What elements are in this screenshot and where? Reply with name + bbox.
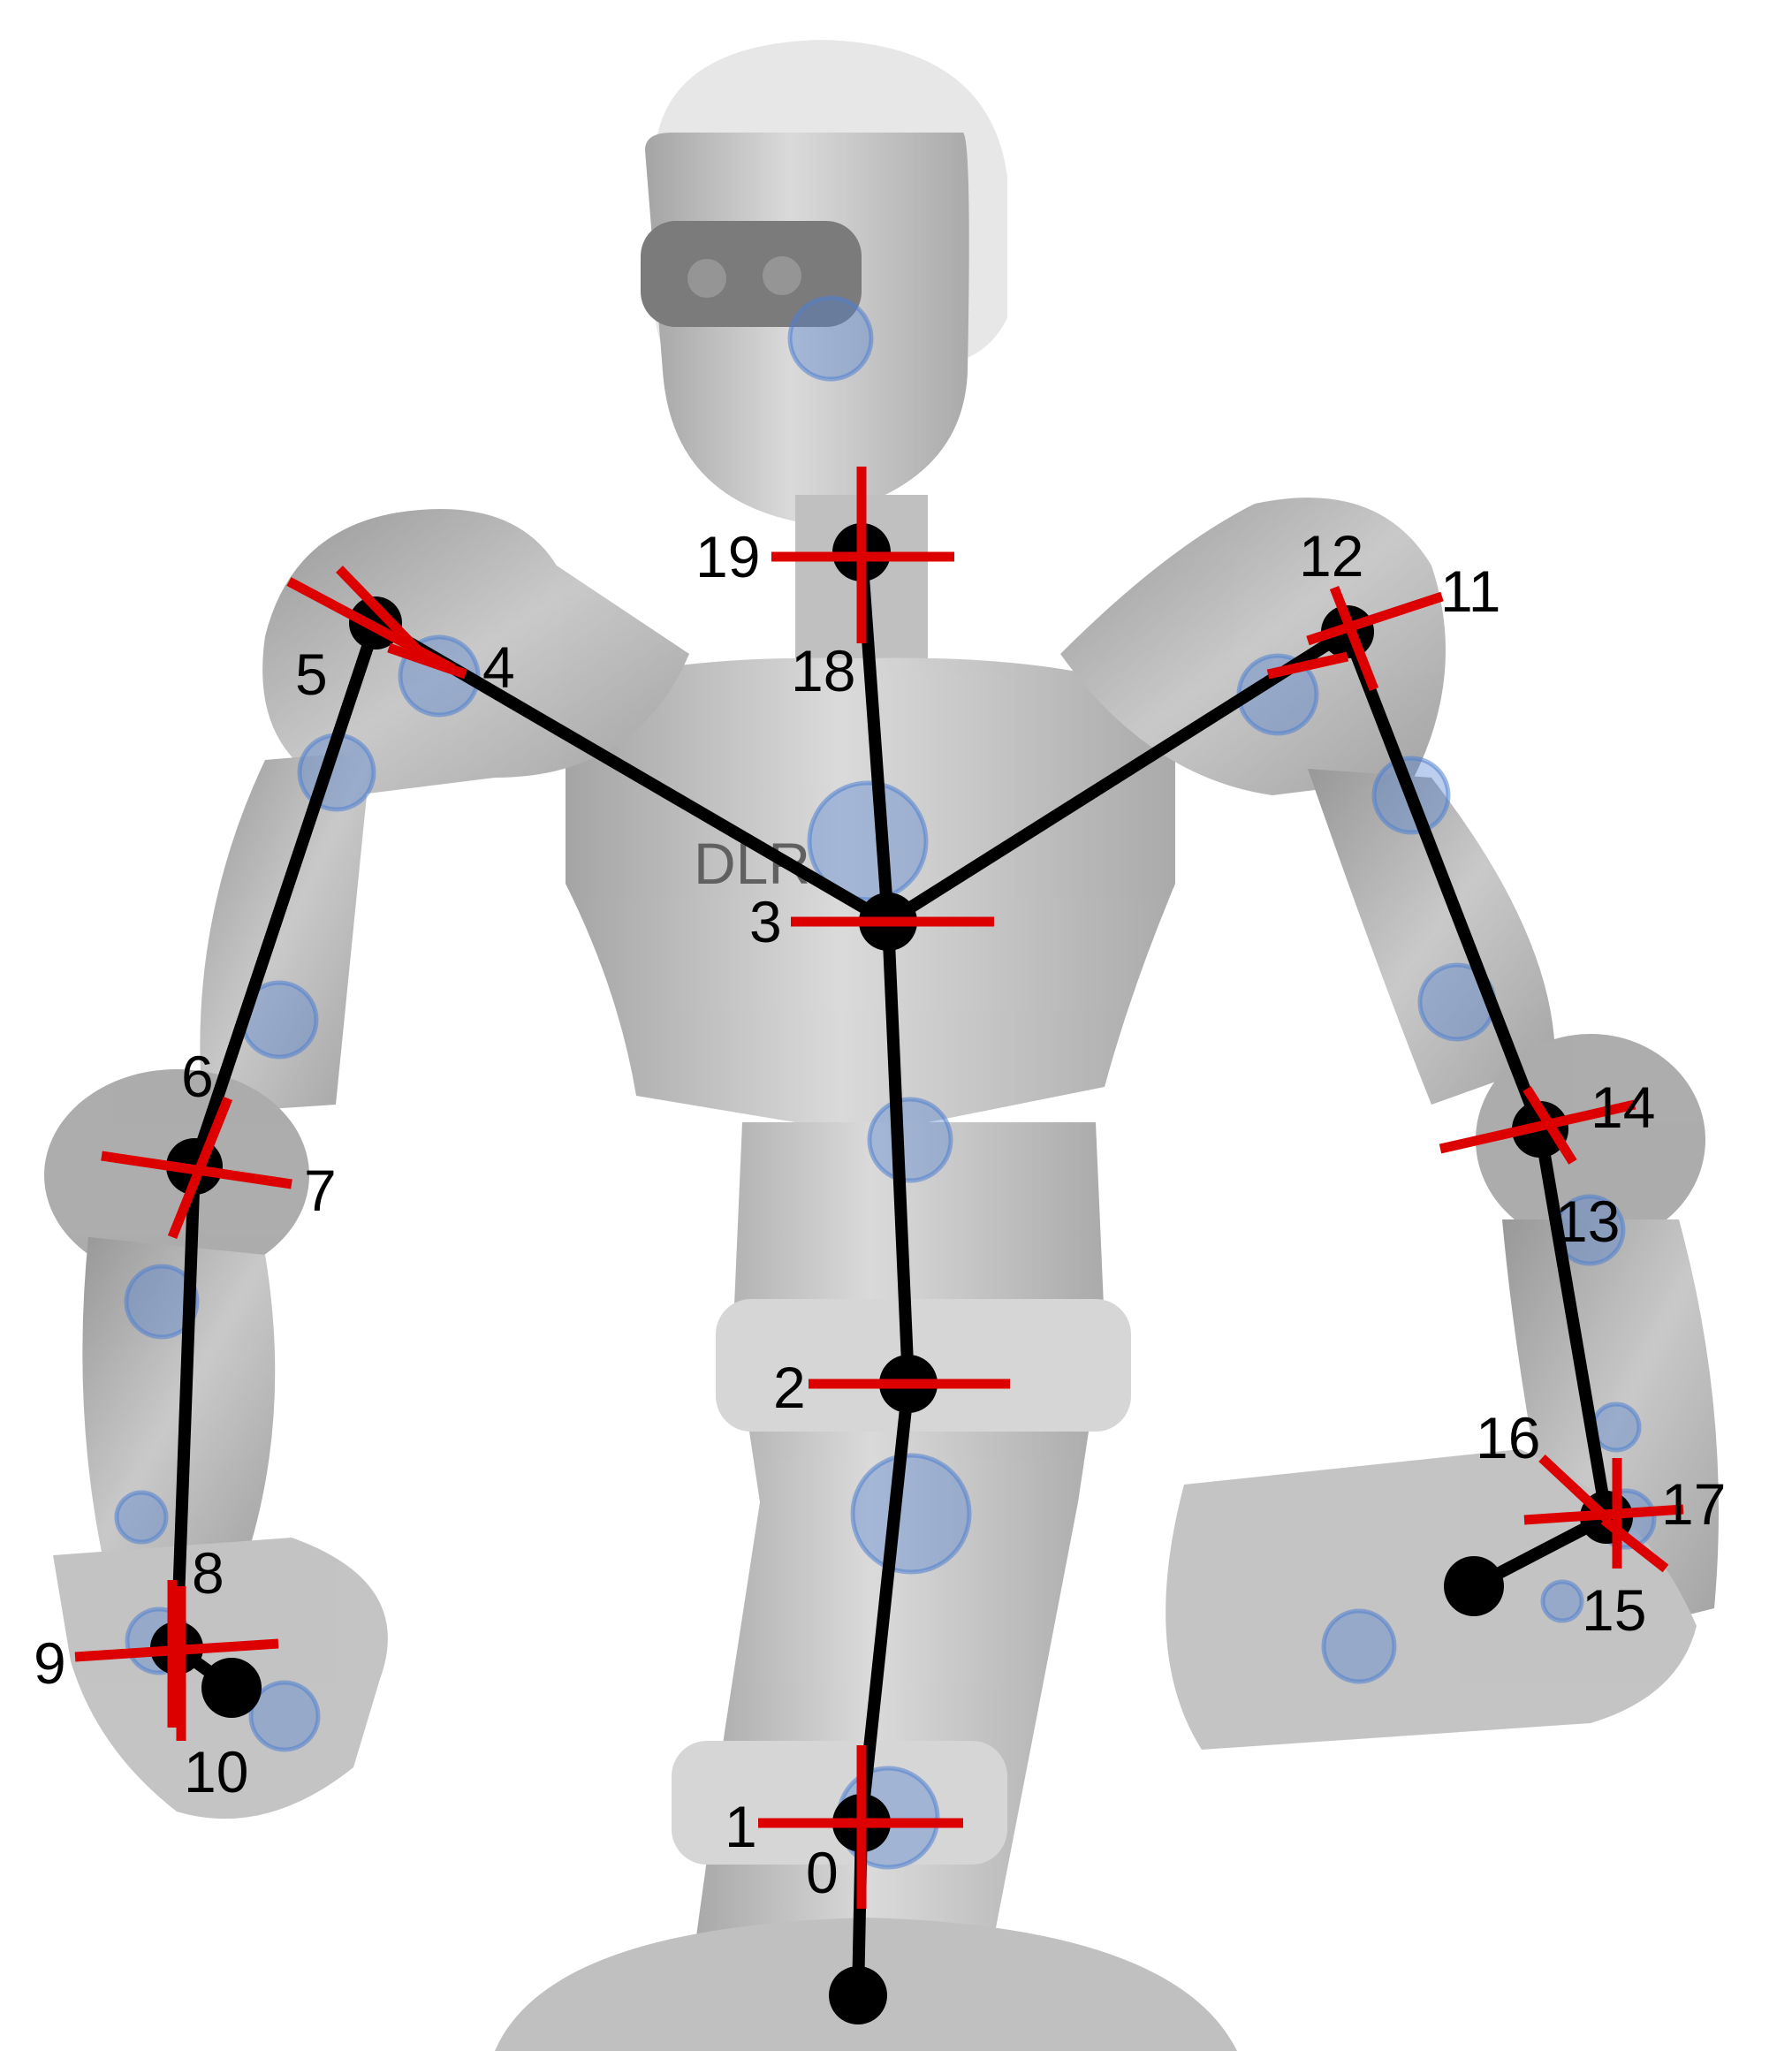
rotation-axis bbox=[1266, 651, 1349, 680]
robot-visor bbox=[641, 221, 862, 327]
rotation-axis bbox=[1329, 585, 1379, 692]
mass-sphere bbox=[1591, 1402, 1642, 1453]
robot-right-hand bbox=[1166, 1449, 1697, 1750]
mass-sphere bbox=[124, 1264, 200, 1340]
joint-label-2: 2 bbox=[773, 1355, 806, 1420]
joint-label-4: 4 bbox=[482, 634, 515, 700]
joint-label-19: 19 bbox=[695, 524, 760, 589]
joint-label-17: 17 bbox=[1661, 1471, 1726, 1537]
skeleton-link bbox=[171, 1160, 201, 1654]
robot-eye-right bbox=[763, 256, 801, 295]
joint-dot bbox=[829, 1966, 887, 2024]
joint-label-12: 12 bbox=[1299, 523, 1363, 589]
rotation-axis bbox=[167, 1096, 233, 1240]
mass-sphere bbox=[850, 1453, 972, 1575]
robot-right-shoulder bbox=[1060, 498, 1446, 795]
skeleton-link bbox=[882, 915, 915, 1390]
rotation-axis bbox=[1538, 1454, 1612, 1524]
joint-label-5: 5 bbox=[295, 642, 328, 707]
mass-sphere bbox=[787, 295, 874, 382]
mass-sphere bbox=[867, 1097, 953, 1183]
mass-sphere bbox=[1321, 1608, 1397, 1684]
joint-label-8: 8 bbox=[192, 1540, 224, 1606]
joint-dot bbox=[1444, 1556, 1504, 1616]
joint-label-1: 1 bbox=[725, 1794, 757, 1859]
rotation-axis bbox=[286, 577, 456, 673]
robot-torso bbox=[566, 657, 1175, 1122]
rotation-axis bbox=[336, 566, 421, 654]
mass-sphere bbox=[1540, 1579, 1584, 1623]
skeleton-link bbox=[882, 626, 1354, 928]
mass-sphere bbox=[114, 1490, 169, 1545]
joint-label-15: 15 bbox=[1582, 1577, 1646, 1643]
rotation-axis bbox=[1522, 1086, 1577, 1165]
joint-label-10: 10 bbox=[184, 1739, 248, 1804]
joint-label-7: 7 bbox=[304, 1158, 337, 1223]
axis-markers bbox=[74, 467, 1684, 1909]
robot-left-shoulder bbox=[262, 509, 689, 795]
mass-sphere bbox=[807, 780, 929, 902]
joint-label-9: 9 bbox=[34, 1630, 66, 1696]
joint-label-6: 6 bbox=[181, 1044, 214, 1109]
rotation-axis bbox=[1439, 1099, 1636, 1154]
joint-label-0: 0 bbox=[806, 1840, 839, 1905]
joint-label-11: 11 bbox=[1440, 558, 1501, 624]
joint-label-18: 18 bbox=[791, 638, 855, 703]
joint-dot bbox=[201, 1658, 262, 1718]
skeleton-link bbox=[855, 1378, 915, 1829]
joint-label-16: 16 bbox=[1476, 1405, 1540, 1470]
robot-eye-left bbox=[687, 259, 726, 298]
skeleton-link bbox=[1534, 1123, 1613, 1523]
skeleton-link bbox=[1341, 626, 1546, 1136]
joint-label-13: 13 bbox=[1555, 1189, 1620, 1254]
joint-label-3: 3 bbox=[749, 889, 782, 954]
robot-right-elbow bbox=[1476, 1034, 1705, 1246]
rotation-axis bbox=[1306, 591, 1444, 646]
joint-label-14: 14 bbox=[1591, 1075, 1655, 1140]
rotation-axis bbox=[387, 642, 467, 680]
skeleton-link bbox=[188, 617, 382, 1173]
mass-sphere bbox=[248, 1680, 321, 1752]
